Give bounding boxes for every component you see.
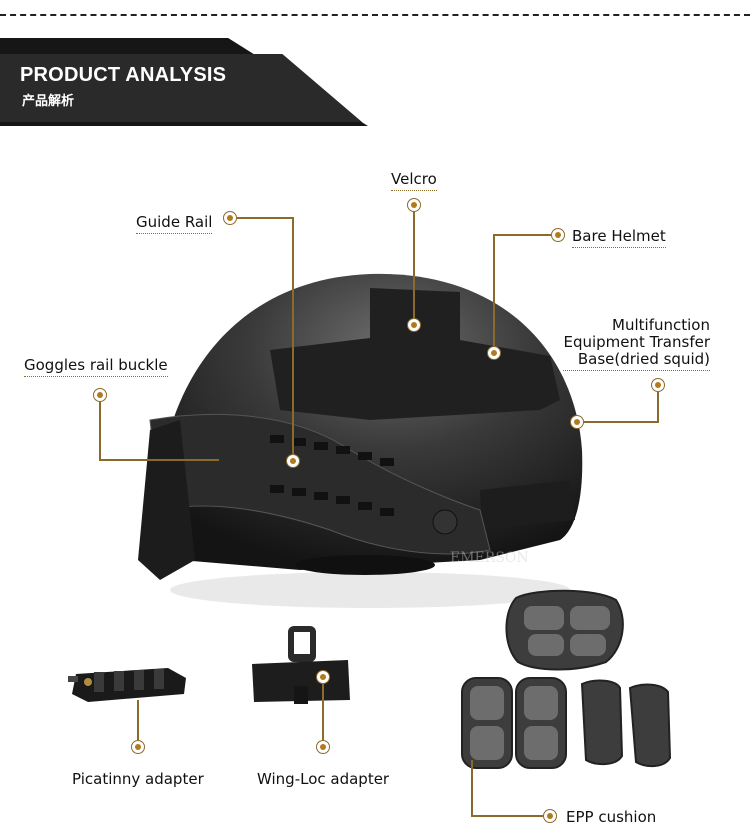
label-velcro: Velcro <box>391 170 437 191</box>
label-multifunction-line3: Base(dried squid) <box>577 350 710 368</box>
leader-guide-rail-h <box>237 217 294 219</box>
leader-multifunction-h <box>582 421 659 423</box>
label-epp-cushion: EPP cushion <box>566 808 657 826</box>
label-bare-helmet: Bare Helmet <box>572 227 666 248</box>
leader-wingloc <box>322 678 324 740</box>
leader-goggles-h <box>99 459 219 461</box>
leader-bare-helmet-h <box>493 234 551 236</box>
marker-picatinny <box>131 740 145 754</box>
label-wingloc-adapter: Wing-Loc adapter <box>257 770 390 788</box>
leader-multifunction-v <box>657 392 659 422</box>
marker-multifunction <box>651 378 665 392</box>
helmet-image: EMERSON <box>138 273 583 608</box>
marker-epp <box>543 809 557 823</box>
label-multifunction-line1: Multifunction <box>612 316 710 334</box>
marker-goggles <box>93 388 107 402</box>
marker-bare-helmet <box>551 228 565 242</box>
marker-wingloc <box>316 740 330 754</box>
label-guide-rail: Guide Rail <box>136 213 213 234</box>
leader-epp-v <box>471 760 473 816</box>
marker-bare-helmet-point <box>487 346 501 360</box>
leader-epp-h <box>471 815 543 817</box>
label-goggles-rail-buckle: Goggles rail buckle <box>24 356 168 377</box>
label-picatinny-adapter: Picatinny adapter <box>72 770 204 788</box>
section-title: PRODUCT ANALYSIS <box>20 64 227 86</box>
top-dashed-divider <box>0 14 750 16</box>
marker-velcro <box>407 198 421 212</box>
leader-bare-helmet-v <box>493 234 495 346</box>
marker-wingloc-point <box>316 670 330 684</box>
label-multifunction-line2: Equipment Transfer <box>563 333 710 351</box>
marker-guide-rail <box>223 211 237 225</box>
marker-velcro-point <box>407 318 421 332</box>
marker-guide-rail-point <box>286 454 300 468</box>
epp-cushion-image <box>461 589 672 769</box>
picatinny-adapter-image <box>68 668 186 702</box>
section-subtitle: 产品解析 <box>22 94 75 109</box>
label-multifunction: Multifunction Equipment Transfer Base(dr… <box>563 317 710 371</box>
marker-multifunction-point <box>570 415 584 429</box>
watermark-text: EMERSON <box>450 550 529 566</box>
leader-guide-rail-v <box>292 217 294 454</box>
leader-goggles-v <box>99 402 101 460</box>
wingloc-adapter-image <box>252 626 350 704</box>
leader-velcro <box>413 212 415 318</box>
leader-picatinny <box>137 700 139 740</box>
